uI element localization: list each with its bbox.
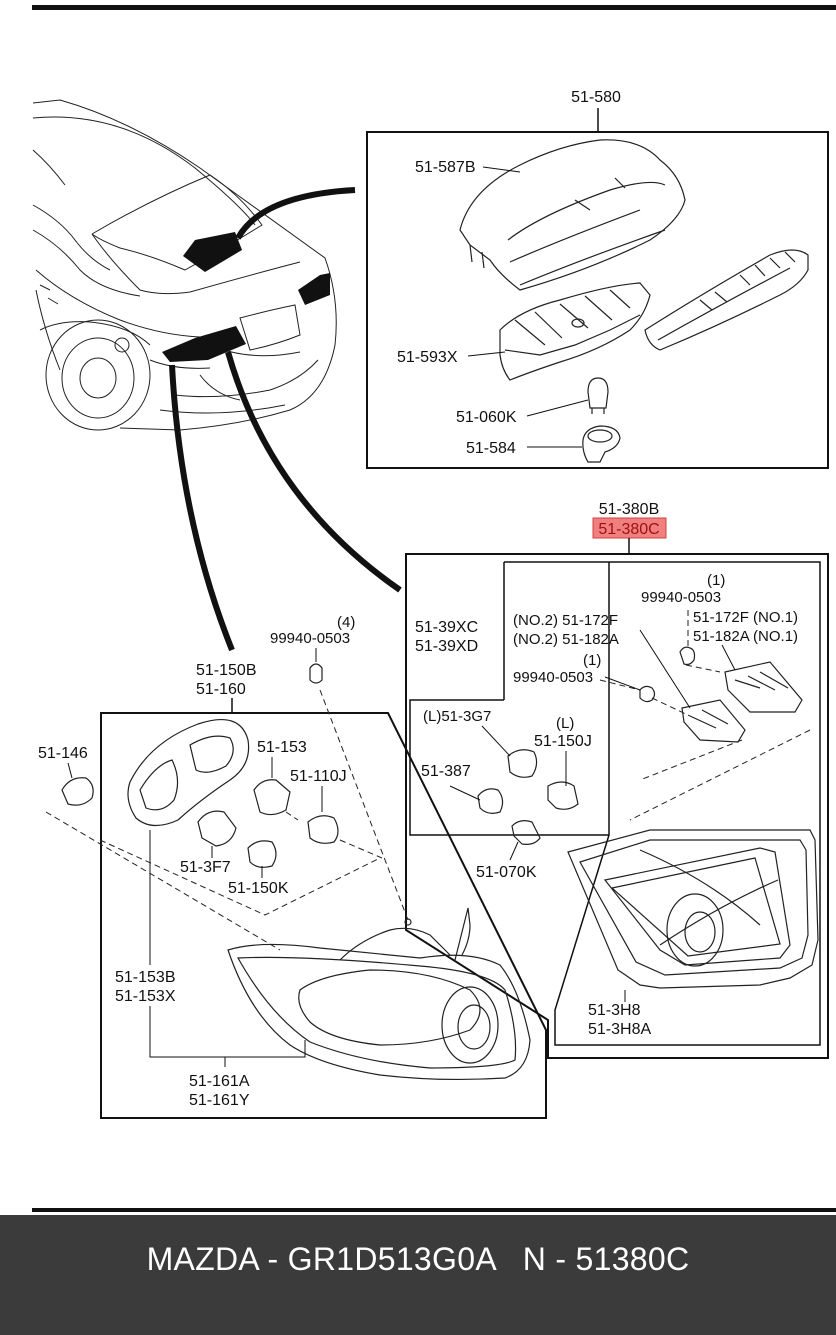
right-lens-illustration [567, 829, 819, 989]
part-label-51-153x: 51-153X [115, 988, 176, 1005]
qty-label-4: (4) [337, 614, 355, 631]
part-label-51-150k: 51-150K [228, 880, 289, 897]
stop-lamp-bulb [587, 377, 609, 414]
right-leader-lines [599, 610, 811, 821]
part-label-51-3f7: 51-3F7 [180, 859, 231, 876]
stop-lamp-box [366, 131, 829, 469]
part-label-99940-0503-mid: 99940-0503 [513, 669, 593, 686]
part-label-51-39xd: 51-39XD [415, 638, 478, 655]
part-label-51-182a-no1: 51-182A (NO.1) [693, 628, 798, 645]
side-label-l: (L) [556, 715, 574, 732]
part-label-51-3h8a: 51-3H8A [588, 1021, 651, 1038]
bulb-icon-51-146 [61, 777, 94, 806]
part-label-51-39xc: 51-39XC [415, 619, 478, 636]
part-label-51-153b: 51-153B [115, 969, 176, 986]
part-label-51-110j: 51-110J [290, 768, 347, 785]
left-leader-lines [45, 689, 409, 951]
car-stop-lamp-shape [183, 232, 242, 272]
stop-lamp-cover [459, 139, 686, 291]
caption-bar: MAZDA - GR1D513G0A N - 51380C [0, 1215, 836, 1335]
part-label-51-584: 51-584 [466, 440, 516, 457]
stop-lamp-strip-lens [644, 249, 809, 351]
tail-lamp-assembly-group: 51-380B 51-380C [405, 501, 829, 1059]
callout-line-right-lamp [225, 351, 402, 593]
callout-line-stop-lamp [235, 187, 356, 240]
top-rule [32, 5, 836, 10]
part-label-51-3h8: 51-3H8 [588, 1002, 641, 1019]
part-label-51-060k: 51-060K [456, 409, 517, 426]
bottom-rule [32, 1208, 836, 1212]
qty-label-1-mid: (1) [583, 652, 601, 669]
gasket-illustration [127, 718, 250, 827]
part-label-51-161a: 51-161A [189, 1073, 250, 1090]
assembly-part-number-51-380b: 51-380B [599, 501, 660, 518]
part-label-51-593x: 51-593X [397, 349, 458, 366]
part-label-51-587b: 51-587B [415, 159, 476, 176]
parts-diagram: 51-580 [32, 5, 836, 1212]
sub-box-clip-group [504, 562, 609, 835]
nut-icon [309, 663, 323, 684]
caption-text: MAZDA - GR1D513G0A N - 51380C [146, 1241, 690, 1277]
car-right-lamp-shape [298, 273, 330, 305]
part-label-99940-0503-left: 99940-0503 [270, 630, 350, 647]
part-label-no2-51-172f: (NO.2) 51-172F [513, 612, 618, 629]
part-label-51-153: 51-153 [257, 739, 307, 756]
part-label-99940-0503-top: 99940-0503 [641, 589, 721, 606]
callout-line-left-lamp [169, 364, 235, 652]
left-bulb-socket-illustrations [197, 779, 339, 868]
tail-lamp-outer-frame [405, 553, 829, 1059]
part-label-51-146: 51-146 [38, 745, 88, 762]
part-label-51-070k: 51-070K [476, 864, 537, 881]
part-label-51-150j: 51-150J [534, 733, 592, 750]
car-rear-illustration [32, 99, 337, 431]
qty-label-1-top: (1) [707, 572, 725, 589]
part-label-51-150b: 51-150B [196, 662, 257, 679]
outer-tail-lamp-group: (4) 99940-0503 51-150B 51-160 51-146 51-… [38, 614, 547, 1119]
outer-tail-lens-illustration [227, 907, 531, 1081]
stop-lamp-socket [582, 425, 621, 463]
part-label-51-172f-no1: 51-172F (NO.1) [693, 609, 798, 626]
stop-lamp-group: 51-580 [366, 89, 829, 469]
part-label-no2-51-182a: (NO.2) 51-182A [513, 631, 619, 648]
part-label-l-51-3g7: (L)51-3G7 [423, 708, 491, 725]
assembly-part-number-51-380c[interactable]: 51-380C [598, 521, 659, 538]
stop-lamp-part-number: 51-580 [571, 89, 621, 106]
part-label-51-160: 51-160 [196, 681, 246, 698]
part-label-51-161y: 51-161Y [189, 1092, 250, 1109]
car-left-lamp-shape [162, 326, 246, 362]
outer-tail-lamp-box [100, 712, 547, 1119]
part-label-51-387: 51-387 [421, 763, 471, 780]
stop-lamp-bracket [499, 282, 651, 381]
